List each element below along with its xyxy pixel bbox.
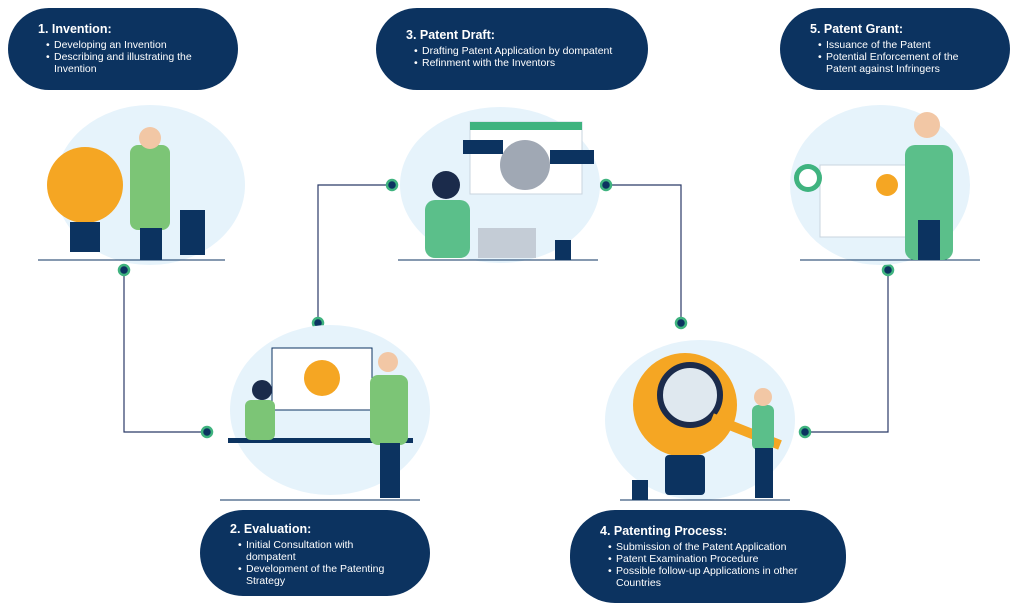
connector-4-5 (805, 270, 888, 432)
step-item: Describing and illustrating the Inventio… (46, 51, 216, 75)
step-title: 4. Patenting Process: (600, 524, 824, 538)
node-icon (800, 427, 810, 437)
step-item: Submission of the Patent Application (608, 541, 818, 553)
step-item: Potential Enforcement of the Patent agai… (818, 51, 988, 75)
step-title: 3. Patent Draft: (406, 28, 626, 42)
plant-icon (555, 240, 571, 260)
step-evaluation: 2. Evaluation: Initial Consultation with… (200, 510, 430, 596)
lightbulb-icon (304, 360, 340, 396)
step-item: Drafting Patent Application by dompatent (414, 45, 626, 57)
step-patent-grant: 5. Patent Grant: Issuance of the PatentP… (780, 8, 1010, 90)
step-item: Initial Consultation with dompatent (238, 539, 398, 563)
chat-bubble-icon (463, 140, 503, 154)
step-patenting-process: 4. Patenting Process: Submission of the … (570, 510, 846, 603)
node-icon (676, 318, 686, 328)
chat-bubble-icon (550, 150, 594, 164)
step-invention: 1. Invention: Developing an InventionDes… (8, 8, 238, 90)
magnifier-icon (660, 365, 720, 425)
certificate-icon (820, 165, 915, 237)
node-icon (119, 265, 129, 275)
microscope-icon (180, 210, 205, 255)
connector-2-3 (318, 185, 392, 323)
step-item: Patent Examination Procedure (608, 553, 818, 565)
plant-icon (632, 480, 648, 500)
step-title: 2. Evaluation: (230, 522, 408, 536)
node-icon (202, 427, 212, 437)
node-icon (883, 265, 893, 275)
step-patent-draft: 3. Patent Draft: Drafting Patent Applica… (376, 8, 648, 90)
lightbulb-icon (47, 147, 123, 223)
laptop-icon (478, 228, 536, 258)
node-icon (387, 180, 397, 190)
connector-3-4 (606, 185, 681, 323)
step-item: Developing an Invention (46, 39, 216, 51)
step-title: 1. Invention: (38, 22, 216, 36)
step-item: Issuance of the Patent (818, 39, 988, 51)
step-title: 5. Patent Grant: (810, 22, 988, 36)
step-item: Refinment with the Inventors (414, 57, 626, 69)
step-item: Development of the Patenting Strategy (238, 563, 398, 587)
connector-1-2 (124, 270, 207, 432)
step-item: Possible follow-up Applications in other… (608, 565, 818, 589)
node-icon (601, 180, 611, 190)
